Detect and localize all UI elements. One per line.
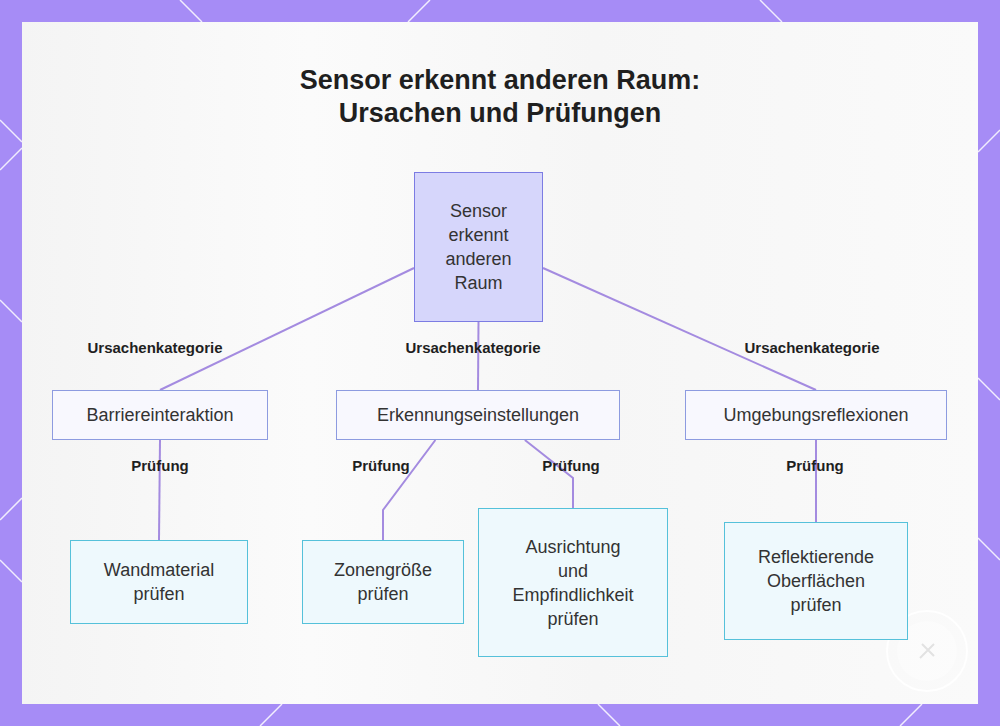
edge-label: Prüfung [352, 457, 410, 474]
node-text: Barriereinteraktion [86, 403, 233, 427]
connector-line [816, 440, 817, 522]
node-text: Sensor erkennt anderen Raum [441, 199, 516, 295]
check-box: Wandmaterial prüfen [70, 540, 248, 624]
connector-line [160, 268, 414, 390]
connector-line [525, 440, 573, 508]
edge-label: Ursachenkategorie [405, 339, 540, 356]
root-box: Sensor erkennt anderen Raum [414, 172, 543, 322]
node-text: Umgebungsreflexionen [723, 403, 908, 427]
edge-label: Prüfung [131, 457, 189, 474]
edge-label: Ursachenkategorie [87, 339, 222, 356]
edge-label: Prüfung [786, 457, 844, 474]
category-box: Barriereinteraktion [52, 390, 268, 440]
connector-line [383, 440, 435, 540]
check-box: Zonengröße prüfen [302, 540, 464, 624]
node-text: Zonengröße prüfen [321, 558, 445, 606]
connector-line [478, 322, 480, 390]
connector-line [159, 440, 160, 540]
category-box: Erkennungseinstellungen [336, 390, 620, 440]
connector-line [543, 268, 816, 390]
check-box: Reflektierende Oberflächen prüfen [724, 522, 908, 640]
check-box: Ausrichtung und Empfindlichkeit prüfen [478, 508, 668, 657]
diagram-title: Sensor erkennt anderen Raum: Ursachen un… [270, 64, 730, 130]
node-text: Ausrichtung und Empfindlichkeit prüfen [509, 535, 637, 631]
node-text: Reflektierende Oberflächen prüfen [741, 545, 891, 617]
edge-label: Prüfung [542, 457, 600, 474]
edge-label: Ursachenkategorie [744, 339, 879, 356]
category-box: Umgebungsreflexionen [685, 390, 947, 440]
node-text: Erkennungseinstellungen [377, 403, 579, 427]
node-text: Wandmaterial prüfen [93, 558, 225, 606]
